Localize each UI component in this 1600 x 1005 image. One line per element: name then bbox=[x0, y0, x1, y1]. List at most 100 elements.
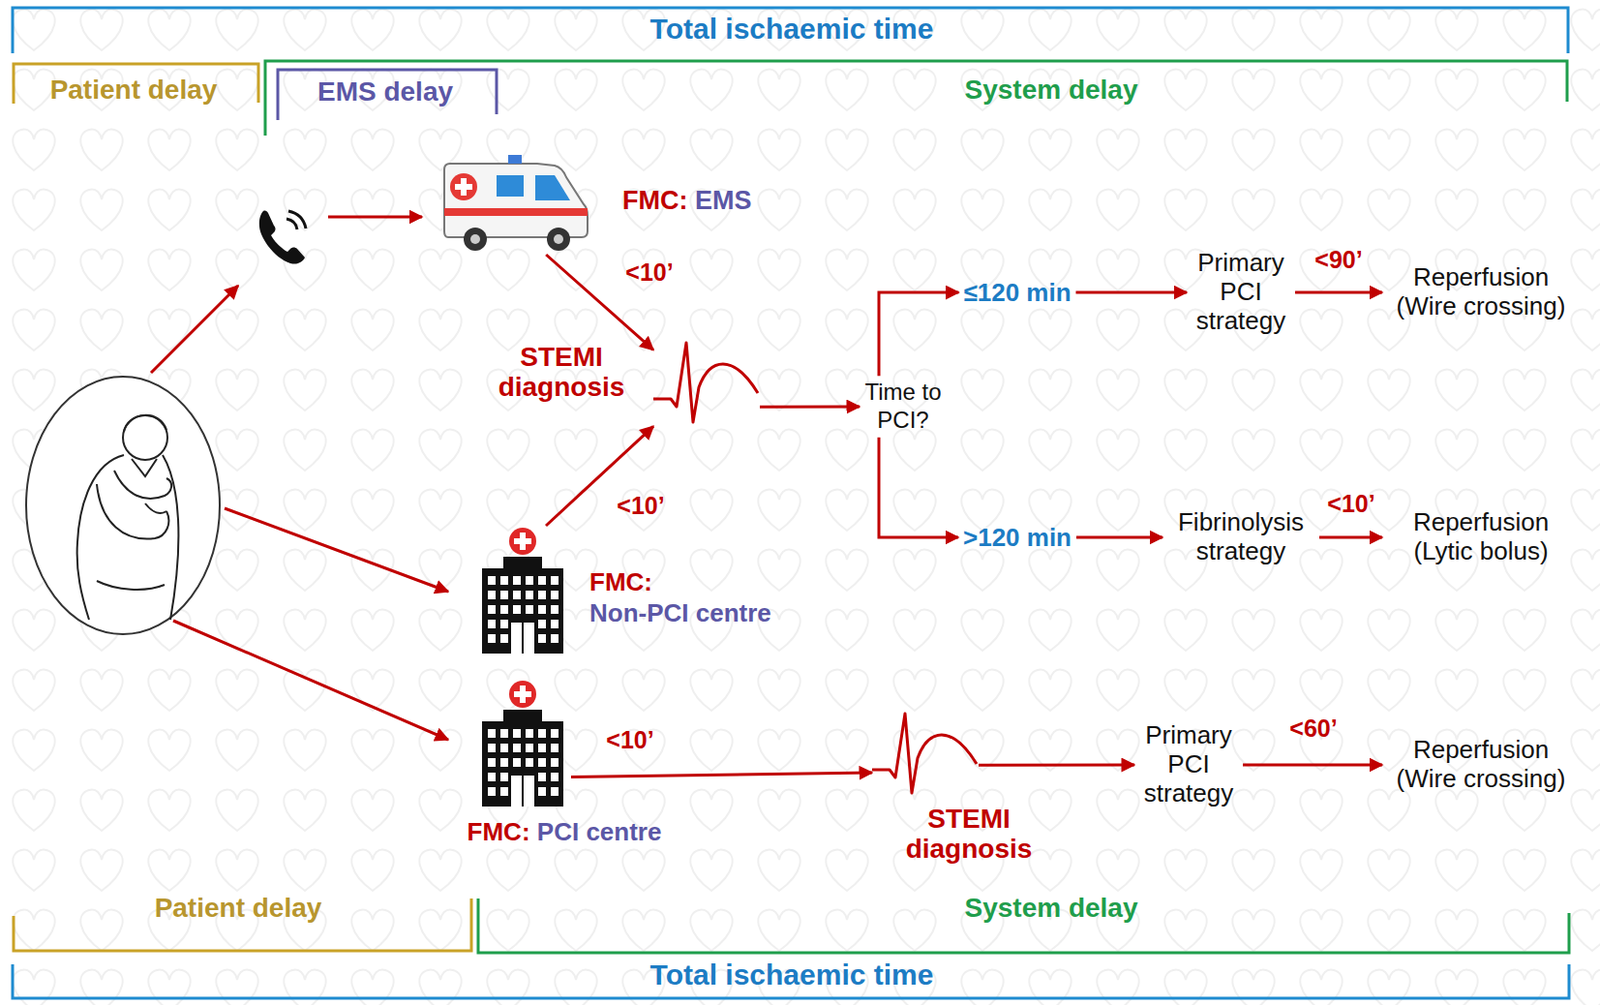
node-caption: FMC:Non-PCI centre bbox=[589, 566, 772, 630]
bracket-label: Total ischaemic time bbox=[650, 958, 935, 992]
node-text: ≤120 min bbox=[963, 277, 1071, 308]
window bbox=[513, 743, 521, 753]
window bbox=[525, 757, 534, 767]
text-node: Fibrinolysis strategy bbox=[1162, 505, 1320, 570]
hospital-tower bbox=[503, 709, 543, 724]
ems-delay-bracket bbox=[277, 69, 497, 121]
text-node: Primary PCI strategy bbox=[1186, 245, 1296, 339]
window bbox=[500, 728, 509, 738]
door-split bbox=[521, 775, 524, 807]
text-node: Time to PCI? bbox=[859, 375, 947, 438]
bracket-label: System delay bbox=[965, 74, 1139, 106]
time-target-label: <60’ bbox=[1289, 714, 1337, 743]
window bbox=[538, 772, 546, 782]
phone-wave bbox=[288, 211, 306, 229]
time-target-label: <10’ bbox=[1327, 489, 1375, 518]
window bbox=[550, 590, 559, 600]
ecg-trace bbox=[872, 713, 977, 793]
icon-node: STEMI diagnosis bbox=[872, 709, 979, 795]
flow-arrow bbox=[878, 292, 959, 376]
patient-hand bbox=[145, 503, 167, 514]
node-caption: FMC:PCI centre bbox=[467, 815, 663, 848]
node-text: Fibrinolysis strategy bbox=[1167, 508, 1315, 567]
door bbox=[511, 775, 535, 807]
patient-head bbox=[122, 415, 168, 460]
patient-torso bbox=[162, 454, 179, 620]
node-text: Primary PCI strategy bbox=[1139, 721, 1238, 809]
node-text: EMS bbox=[694, 184, 753, 216]
arrow bbox=[173, 620, 449, 740]
window bbox=[487, 590, 496, 600]
window bbox=[525, 575, 534, 585]
window bbox=[487, 743, 496, 753]
ambulance-window bbox=[496, 175, 524, 197]
window bbox=[500, 604, 509, 614]
flow-arrow bbox=[1319, 536, 1383, 540]
arrow bbox=[328, 215, 423, 219]
hub bbox=[470, 234, 481, 244]
window bbox=[513, 604, 521, 614]
window bbox=[550, 633, 559, 643]
total-time-bracket bbox=[12, 7, 1569, 54]
flow-arrow bbox=[759, 405, 860, 409]
node-text: >120 min bbox=[963, 522, 1072, 553]
flow-arrow bbox=[1295, 291, 1383, 295]
icon-node: STEMI diagnosis bbox=[653, 338, 760, 431]
wheel bbox=[463, 227, 487, 251]
window bbox=[487, 728, 496, 738]
window bbox=[538, 590, 546, 600]
window bbox=[487, 619, 496, 629]
window bbox=[487, 786, 496, 796]
arrow bbox=[224, 508, 449, 592]
window bbox=[513, 575, 521, 585]
text-node: Primary PCI strategy bbox=[1134, 718, 1243, 812]
bracket-label: System delay bbox=[965, 892, 1139, 924]
text-node: >120 min bbox=[958, 519, 1077, 556]
phone-wave bbox=[286, 218, 298, 230]
time-target-label: <10’ bbox=[605, 725, 654, 755]
phone-handset bbox=[259, 211, 305, 265]
window bbox=[550, 728, 559, 738]
window bbox=[500, 743, 509, 753]
window bbox=[500, 590, 509, 600]
window bbox=[538, 619, 546, 629]
hospital-cross bbox=[513, 538, 532, 544]
node-text: Primary PCI strategy bbox=[1191, 248, 1291, 336]
window bbox=[538, 604, 546, 614]
window bbox=[550, 757, 559, 767]
window bbox=[513, 728, 521, 738]
node-text: Non-PCI centre bbox=[589, 597, 772, 630]
window bbox=[500, 757, 509, 767]
hospital-icon bbox=[474, 525, 572, 654]
node-text: Reperfusion (Lytic bolus) bbox=[1387, 508, 1575, 567]
window bbox=[487, 575, 496, 585]
door-split bbox=[521, 622, 524, 654]
bracket-label: Total ischaemic time bbox=[650, 12, 935, 46]
window bbox=[513, 757, 521, 767]
flow-arrow bbox=[978, 763, 1135, 767]
window bbox=[500, 786, 509, 796]
window bbox=[500, 619, 509, 629]
text-node: Reperfusion (Lytic bolus) bbox=[1382, 505, 1580, 570]
icon-node: FMC:Non-PCI centre bbox=[474, 525, 572, 654]
window bbox=[513, 590, 521, 600]
window bbox=[500, 575, 509, 585]
ambulance-light bbox=[508, 154, 522, 164]
ambulance-body bbox=[444, 163, 588, 238]
ambulance-cross-disc bbox=[450, 173, 478, 201]
window bbox=[550, 786, 559, 796]
hospital-cross-disc bbox=[509, 680, 537, 708]
hospital-tower bbox=[503, 556, 543, 571]
patient-hair bbox=[123, 415, 167, 432]
patient-frame bbox=[26, 376, 220, 634]
node-text: FMC: bbox=[467, 815, 531, 848]
hospital-building bbox=[482, 721, 564, 807]
text-node: Reperfusion (Wire crossing) bbox=[1382, 732, 1580, 797]
window bbox=[538, 575, 546, 585]
brackets bbox=[12, 7, 1570, 998]
window bbox=[550, 743, 559, 753]
window bbox=[525, 728, 534, 738]
ambulance-windshield bbox=[535, 175, 571, 201]
